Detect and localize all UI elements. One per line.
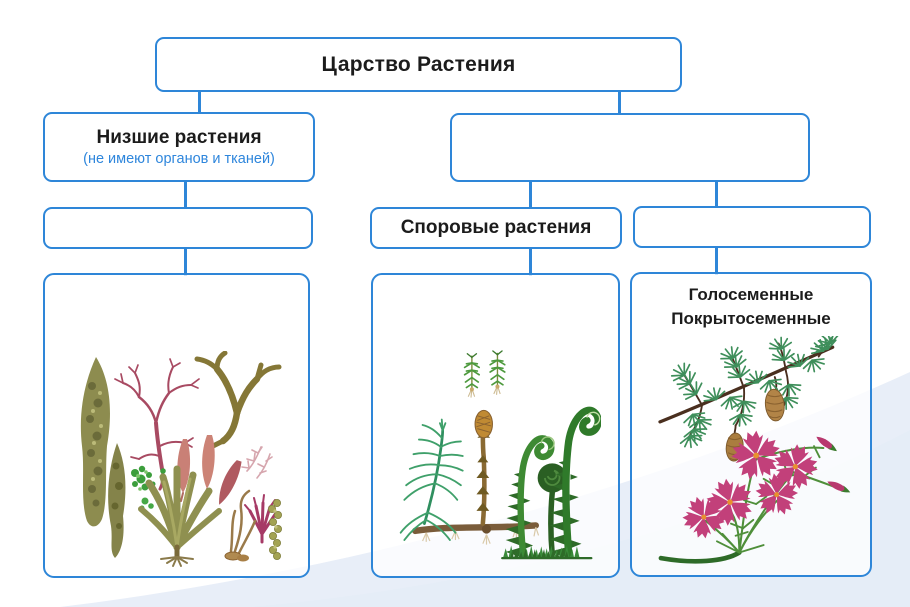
spore-plants-illustration [399, 350, 601, 560]
node-higher-plants-empty[interactable] [450, 113, 810, 182]
connector-line [618, 89, 621, 116]
kingdom-title: Царство Растения [321, 52, 516, 76]
algae-illustration [80, 351, 282, 567]
spore-plants-label: Споровые растения [400, 217, 592, 238]
connector-line [715, 180, 718, 209]
seed-card-title-line1: Голосеменные [688, 285, 814, 304]
node-algae-label-empty[interactable] [43, 207, 313, 249]
connector-line [184, 180, 187, 210]
card-seed-plants: Голосеменные Покрытосеменные [630, 272, 872, 577]
conifer-and-flowers-illustration [658, 336, 852, 564]
connector-line [715, 246, 718, 275]
card-algae [43, 273, 310, 578]
connector-line [529, 180, 532, 210]
seed-card-title: Голосеменные Покрытосеменные [632, 274, 870, 331]
node-seed-plants-empty[interactable] [633, 206, 871, 248]
seed-card-title-line2: Покрытосеменные [671, 308, 831, 328]
node-lower-plants: Низшие растения (не имеют органов и ткан… [43, 112, 315, 182]
lower-plants-subtitle: (не имеют органов и тканей) [83, 151, 275, 167]
connector-line [529, 247, 532, 276]
connector-line [198, 89, 201, 115]
node-spore-plants: Споровые растения [370, 207, 622, 249]
node-kingdom: Царство Растения [155, 37, 682, 92]
connector-line [184, 247, 187, 276]
card-spore-plants [371, 273, 620, 578]
lower-plants-title: Низшие растения [96, 127, 262, 148]
